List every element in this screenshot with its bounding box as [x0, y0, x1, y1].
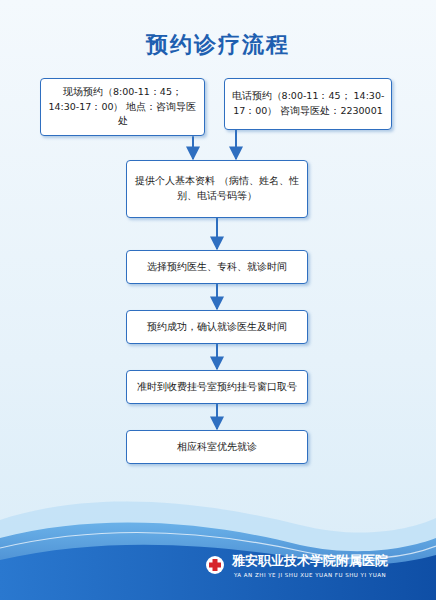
box-text: 提供个人基本资料 （病情、姓名、性别、电话号码等） [133, 174, 301, 203]
box-text: 现场预约（8:00-11：45； 14:30-17：00） 地点：咨询导医处 [47, 85, 198, 129]
hospital-name: 雅安职业技术学院附属医院 [200, 552, 420, 570]
flow-arrow [216, 344, 218, 369]
hospital-logo [206, 556, 224, 574]
wave-mid [0, 523, 436, 600]
box-text: 预约成功，确认就诊医生及时间 [133, 320, 301, 335]
box-text: 选择预约医生、专科、就诊时间 [133, 260, 301, 275]
process-box: 准时到收费挂号室预约挂号窗口取号 [126, 370, 308, 404]
process-box: 预约成功，确认就诊医生及时间 [126, 310, 308, 344]
flow-arrow [216, 218, 218, 249]
process-box: 电话预约（8:00-11：45； 14:30-17：00） 咨询导医处：2230… [224, 78, 392, 130]
process-box: 现场预约（8:00-11：45； 14:30-17：00） 地点：咨询导医处 [40, 78, 205, 136]
flow-arrow [216, 284, 218, 309]
hospital-pinyin: YA AN ZHI YE JI SHU XUE YUAN FU SHU YI Y… [190, 572, 430, 578]
process-box: 相应科室优先就诊 [126, 430, 308, 464]
flow-arrow [235, 130, 237, 159]
process-box: 选择预约医生、专科、就诊时间 [126, 250, 308, 284]
flow-arrow [216, 404, 218, 429]
wave-dark [0, 545, 436, 600]
box-text: 准时到收费挂号室预约挂号窗口取号 [133, 380, 301, 395]
wave-light [0, 501, 436, 600]
process-box: 提供个人基本资料 （病情、姓名、性别、电话号码等） [126, 160, 308, 218]
flow-arrow [192, 136, 194, 159]
diagram-title: 预约诊疗流程 [0, 30, 436, 60]
box-text: 电话预约（8:00-11：45； 14:30-17：00） 咨询导医处：2230… [231, 89, 385, 118]
box-text: 相应科室优先就诊 [133, 440, 301, 455]
